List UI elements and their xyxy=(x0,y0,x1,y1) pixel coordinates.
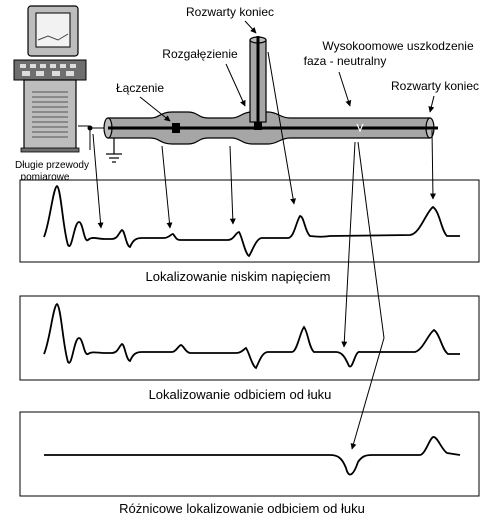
label-fault-line1: Wysokoomowe uszkodzenie xyxy=(322,39,474,53)
fault-marker-icon xyxy=(356,123,364,133)
waveform-low-voltage xyxy=(43,184,460,258)
waveform-arc-reflection xyxy=(43,302,460,370)
panel-1-frame xyxy=(19,179,480,263)
caption-arc-reflection: Lokalizowanie odbiciem od łuku xyxy=(149,387,332,402)
waveform-differential xyxy=(44,436,461,476)
label-fault-line2: faza - neutralny xyxy=(304,54,387,68)
caption-differential: Różnicowe lokalizowanie odbiciem od łuku xyxy=(119,501,365,516)
label-open-end-right: Rozwarty koniec xyxy=(391,79,479,93)
panel-3-frame xyxy=(19,411,480,497)
trace-pointers xyxy=(92,51,436,450)
test-device-icon xyxy=(13,5,87,153)
label-joint: Łączenie xyxy=(116,81,164,95)
cable xyxy=(103,111,438,145)
cable-joint-icon xyxy=(172,123,180,133)
panel-2-frame xyxy=(19,295,480,381)
cable-branch-icon xyxy=(249,36,267,130)
label-branch: Rozgałęzienie xyxy=(162,47,238,61)
lead-connector xyxy=(87,125,93,131)
caption-low-voltage: Lokalizowanie niskim napięciem xyxy=(146,269,331,284)
label-open-end-top: Rozwarty koniec xyxy=(186,5,274,19)
label-pointers xyxy=(139,20,435,122)
label-leads-line2: pomiarowe xyxy=(21,172,70,183)
label-leads-line1: Długie przewody xyxy=(15,160,89,171)
